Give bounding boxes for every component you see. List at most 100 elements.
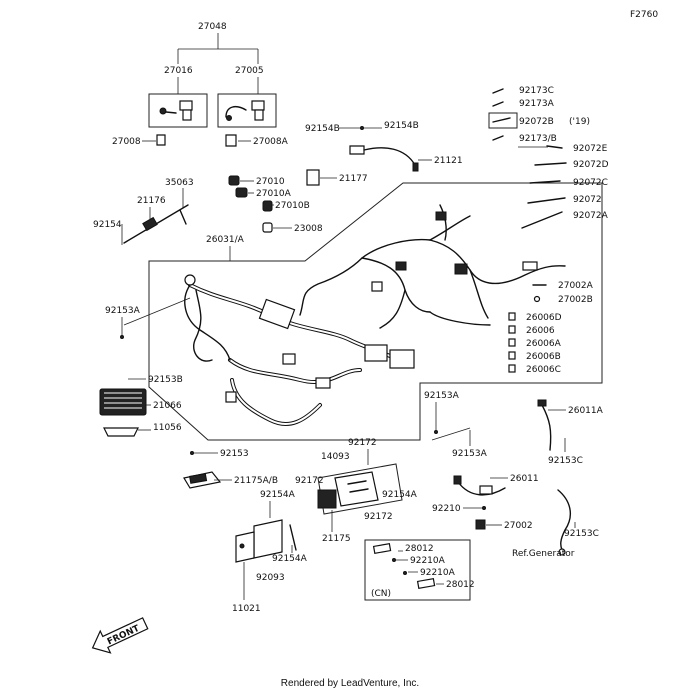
part-label-23008[interactable]: 23008: [294, 224, 323, 234]
part-label-92154[interactable]: 92154: [93, 220, 122, 230]
part-label-26006B[interactable]: 26006B: [526, 352, 561, 362]
part-label-92154B-a[interactable]: 92154B: [305, 124, 340, 134]
ignition-switch-icon: [159, 100, 193, 121]
part-label-92093[interactable]: 92093: [256, 573, 285, 583]
bolt-icon-92153A: [120, 335, 124, 339]
part-label-92173B[interactable]: 92173/B: [519, 134, 557, 144]
part-label-92172-1[interactable]: 92172: [348, 438, 377, 448]
bracket-icon-21176: [123, 204, 189, 244]
part-label-21175[interactable]: 21175: [322, 534, 351, 544]
part-label-27010A[interactable]: 27010A: [256, 189, 292, 199]
key-icon-27008: [156, 134, 166, 146]
part-label-27005[interactable]: 27005: [235, 66, 264, 76]
part-label-26011A[interactable]: 26011A: [568, 406, 604, 416]
part-label-92153A-left[interactable]: 92153A: [105, 306, 141, 316]
part-label-92154A-3[interactable]: 92154A: [382, 490, 418, 500]
part-label-21177[interactable]: 21177: [339, 174, 368, 184]
sensor-icon-21121: [349, 145, 419, 172]
part-label-92153C-2[interactable]: 92153C: [564, 529, 599, 539]
module-icon-21175AB: [183, 471, 222, 489]
part-label-92153A-low[interactable]: 92153A: [452, 449, 488, 459]
part-label-92210[interactable]: 92210: [432, 504, 461, 514]
leader-92153A-to-harness: [123, 297, 191, 326]
part-label-92173C[interactable]: 92173C: [519, 86, 554, 96]
bolt-icon-92153: [190, 451, 194, 455]
ecu-icon-21175: [317, 471, 379, 509]
footer-credit: Rendered by LeadVenture, Inc.: [280, 678, 420, 689]
year-note-19: ('19): [569, 117, 590, 127]
key-icon-27008A: [225, 134, 237, 147]
part-label-21175AB[interactable]: 21175A/B: [234, 476, 278, 486]
part-label-92072B[interactable]: 92072B: [519, 117, 554, 127]
part-label-26006A[interactable]: 26006A: [526, 339, 562, 349]
wire-icon-26011: [453, 475, 506, 496]
part-label-92153A-mid[interactable]: 92153A: [424, 391, 460, 401]
switch-icon-27010A: [235, 187, 248, 198]
part-label-92072E[interactable]: 92072E: [573, 144, 608, 154]
part-label-92153[interactable]: 92153: [220, 449, 249, 459]
part-label-35063[interactable]: 35063: [165, 178, 194, 188]
cn-group-icons: [372, 542, 436, 590]
part-label-28012-2[interactable]: 28012: [446, 580, 475, 590]
part-label-92153C-1[interactable]: 92153C: [548, 456, 583, 466]
part-label-27010[interactable]: 27010: [256, 177, 285, 187]
part-label-28012-1[interactable]: 28012: [405, 544, 434, 554]
switch-icon-27005: [225, 100, 265, 121]
part-label-27002A[interactable]: 27002A: [558, 281, 594, 291]
relay-icon-21177: [306, 169, 320, 186]
part-label-11056[interactable]: 11056: [153, 423, 182, 433]
terminal-icons-right: [488, 88, 518, 141]
part-label-26031A[interactable]: 26031/A: [206, 235, 245, 245]
harness-frame: [148, 182, 603, 441]
leader-92153A-low-bracket: [431, 427, 471, 441]
part-label-92072C[interactable]: 92072C: [573, 178, 608, 188]
part-label-21066[interactable]: 21066: [153, 401, 182, 411]
part-label-92072[interactable]: 92072: [573, 195, 602, 205]
part-label-92072D[interactable]: 92072D: [573, 160, 609, 170]
part-label-26006[interactable]: 26006: [526, 326, 555, 336]
bracket-icon-11021: [235, 519, 297, 563]
wire-icon-26011A: [537, 399, 552, 451]
leader-switch-boxes: [177, 77, 259, 94]
switch-box-27016: [148, 93, 208, 128]
part-label-11021[interactable]: 11021: [232, 604, 261, 614]
reference-generator[interactable]: Ref.Generator: [512, 549, 575, 559]
part-label-27008[interactable]: 27008: [112, 137, 141, 147]
bolt-icon-92153A-mid: [434, 430, 438, 434]
part-label-27048[interactable]: 27048: [198, 22, 227, 32]
bolt-icon-92154B: [360, 126, 364, 130]
switch-icon-27010B: [262, 200, 273, 212]
part-label-27002B[interactable]: 27002B: [558, 295, 593, 305]
part-label-26006D[interactable]: 26006D: [526, 313, 562, 323]
part-label-26011[interactable]: 26011: [510, 474, 539, 484]
cn-region-note: (CN): [371, 589, 391, 599]
part-label-27016[interactable]: 27016: [164, 66, 193, 76]
part-label-14093[interactable]: 14093: [321, 452, 350, 462]
diagram-id: F2760: [630, 10, 658, 20]
part-label-21176[interactable]: 21176: [137, 196, 166, 206]
switch-box-27005: [217, 93, 277, 128]
part-label-92154B-b[interactable]: 92154B: [384, 121, 419, 131]
fuse-icons-26006: [508, 312, 516, 373]
clamp-icons-92072: [521, 145, 567, 229]
part-label-92172-2[interactable]: 92172: [295, 476, 324, 486]
front-arrow-icon: FRONT: [91, 617, 149, 654]
part-label-27008A[interactable]: 27008A: [253, 137, 289, 147]
part-label-92154A-1[interactable]: 92154A: [260, 490, 296, 500]
part-label-92173A[interactable]: 92173A: [519, 99, 555, 109]
part-label-92072A[interactable]: 92072A: [573, 211, 609, 221]
part-label-21121[interactable]: 21121: [434, 156, 463, 166]
part-label-92154A-2[interactable]: 92154A: [272, 554, 308, 564]
part-label-27010B[interactable]: 27010B: [275, 201, 310, 211]
part-label-92210A-2[interactable]: 92210A: [420, 568, 456, 578]
main-wiring-harness-26031: [184, 204, 566, 426]
part-label-92172-3[interactable]: 92172: [364, 512, 393, 522]
regulator-icon-21066: [99, 388, 147, 416]
part-label-92210A-1[interactable]: 92210A: [410, 556, 446, 566]
part-label-92153B[interactable]: 92153B: [148, 375, 183, 385]
part-label-26006C[interactable]: 26006C: [526, 365, 561, 375]
sensor-icon-27002: [475, 519, 486, 530]
part-label-27002[interactable]: 27002: [504, 521, 533, 531]
